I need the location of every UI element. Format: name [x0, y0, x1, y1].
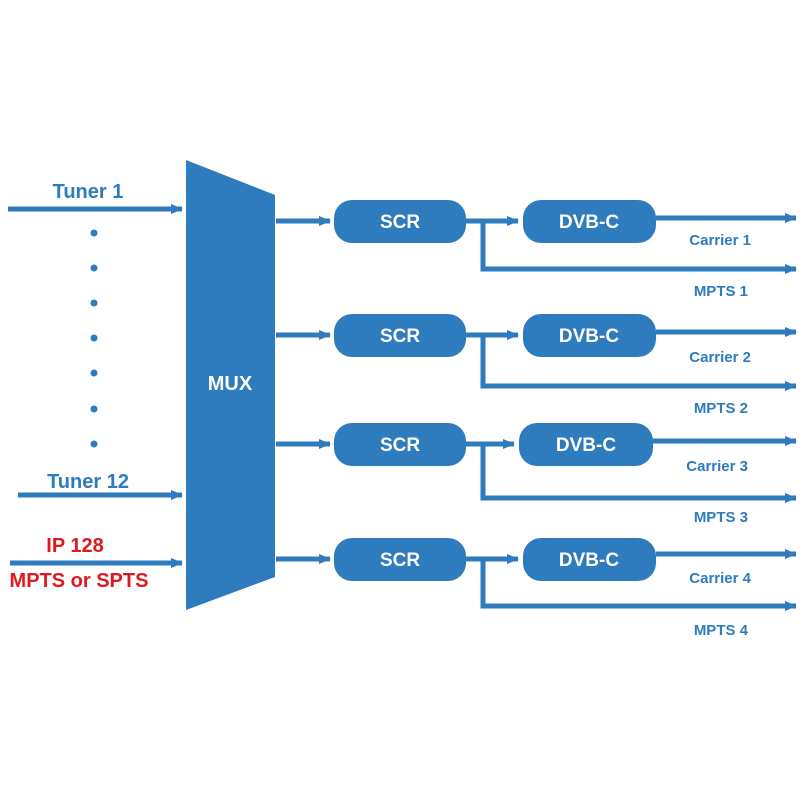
scr-block — [334, 538, 466, 581]
ip-input-label-line2: MPTS or SPTS — [10, 570, 149, 592]
dvbc-block — [523, 314, 656, 357]
dvbc-label: DVB-C — [556, 435, 616, 456]
chain-row-3: SCR DVB-C Carrier 3 MPTS 3 — [276, 423, 797, 526]
scr-label: SCR — [380, 326, 420, 347]
scr-block — [334, 200, 466, 243]
dvbc-label: DVB-C — [559, 550, 619, 571]
ellipsis-dots — [90, 229, 98, 448]
chain-row-1: SCR DVB-C Carrier 1 MPTS 1 — [276, 200, 797, 300]
dvbc-label: DVB-C — [559, 212, 619, 233]
carrier-label: Carrier 1 — [689, 232, 751, 249]
tuner-1-label: Tuner 1 — [53, 181, 124, 203]
mpts-output-arrow — [480, 559, 797, 611]
mpts-output-arrow — [480, 221, 797, 274]
dvbc-block — [523, 538, 656, 581]
tuner-12-label: Tuner 12 — [47, 471, 129, 493]
mpts-label: MPTS 3 — [694, 509, 748, 526]
scr-block — [334, 314, 466, 357]
dvbc-block — [519, 423, 653, 466]
chain-row-2: SCR DVB-C Carrier 2 MPTS 2 — [276, 314, 797, 417]
carrier-label: Carrier 4 — [689, 570, 751, 587]
scr-label: SCR — [380, 550, 420, 571]
dvbc-label: DVB-C — [559, 326, 619, 347]
mpts-output-arrow — [480, 335, 797, 391]
mpts-label: MPTS 2 — [694, 400, 748, 417]
mpts-label: MPTS 4 — [694, 622, 749, 639]
scr-label: SCR — [380, 435, 420, 456]
ip-input-label-line1: IP 128 — [46, 535, 103, 557]
chain-row-4: SCR DVB-C Carrier 4 MPTS 4 — [276, 538, 797, 639]
carrier-label: Carrier 3 — [686, 458, 748, 475]
scr-label: SCR — [380, 212, 420, 233]
mux-label: MUX — [208, 373, 253, 395]
dvbc-block — [523, 200, 656, 243]
carrier-label: Carrier 2 — [689, 349, 751, 366]
mux-block — [186, 160, 275, 610]
mpts-output-arrow — [480, 444, 797, 503]
scr-block — [334, 423, 466, 466]
mpts-label: MPTS 1 — [694, 283, 748, 300]
